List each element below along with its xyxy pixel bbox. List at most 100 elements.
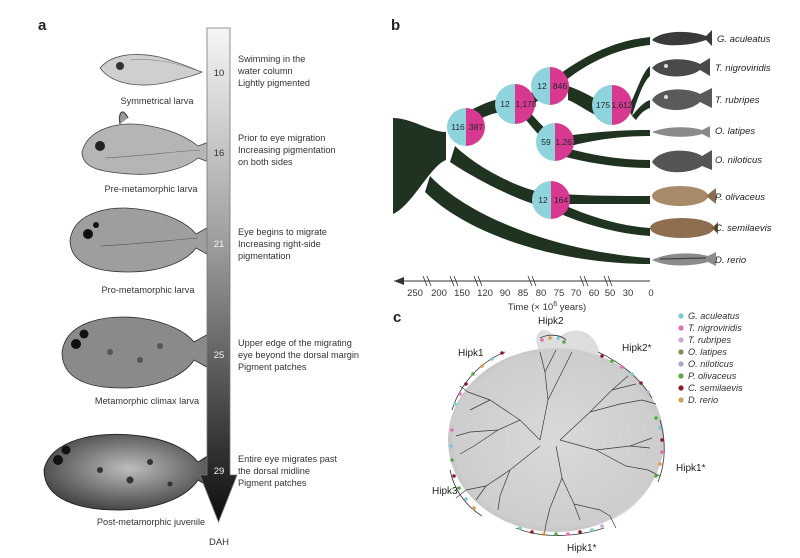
clade-arc [657, 419, 665, 483]
species-label: D. rerio [715, 255, 746, 266]
node-count-right: 387 [469, 122, 483, 132]
day-label: 16 [214, 148, 225, 159]
dah-gradient-arrow [199, 27, 238, 524]
leaf-dots [449, 336, 664, 536]
d-rerio-fish [652, 252, 716, 266]
dah-axis-label: DAH [209, 537, 229, 548]
circular-gene-tree [448, 330, 665, 537]
day-label: 25 [214, 350, 225, 361]
axis-tick-label: 250 [407, 288, 423, 299]
day-label: 29 [214, 466, 225, 477]
axis-title-suffix: years) [557, 302, 586, 313]
node-count-left: 12 [500, 99, 510, 109]
legend-swatch [678, 385, 684, 391]
legend-swatch [678, 373, 684, 379]
t-rubripes-fish [652, 88, 712, 110]
tree-branch-to-p-olivaceus [564, 194, 650, 204]
clade-arc [539, 334, 567, 341]
legend-label: O. latipes [688, 347, 727, 357]
t-nigroviridis-fish [652, 58, 710, 77]
description-line: water column [237, 66, 293, 76]
axis-tick-label: 70 [571, 288, 582, 299]
description-line: Increasing right-side [238, 239, 321, 249]
stage-name: Pro-metamorphic larva [102, 285, 196, 295]
axis-tick-label: 30 [623, 288, 634, 299]
axis-title-superscript: 6 [553, 301, 557, 308]
node-pie: 116 387 [447, 108, 485, 146]
time-axis-title: Time (× 106 years) [508, 301, 586, 313]
stage-description: Entire eye migrates past the dorsal midl… [238, 454, 338, 488]
metamorphic-climax-larva-drawing [61, 316, 213, 389]
stage-description: Swimming in the water column Lightly pig… [237, 54, 310, 88]
axis-title-prefix: Time (× 10 [508, 302, 553, 313]
node-count-left: 175 [596, 100, 610, 110]
o-niloticus-fish [652, 150, 712, 173]
legend-swatch [678, 397, 684, 403]
description-line: Swimming in the [238, 54, 305, 64]
axis-tick-label: 85 [518, 288, 529, 299]
tree-branch-to-o-latipes [566, 130, 650, 146]
description-line: Pigment patches [238, 362, 307, 372]
legend-label: O. niloticus [688, 359, 734, 369]
legend-label: C. semilaevis [688, 383, 743, 393]
stage-name: Symmetrical larva [120, 96, 194, 106]
node-pie: 12 846 [531, 67, 569, 105]
description-line: Pigment patches [238, 478, 307, 488]
node-count-right: 1,263 [555, 137, 577, 147]
tree-branch-to-t-nigroviridis [628, 66, 650, 116]
axis-tick-label: 150 [454, 288, 470, 299]
legend-label: D. rerio [688, 395, 718, 405]
description-line: Increasing pigmentation [238, 145, 336, 155]
tree-branch-to-node6 [450, 146, 540, 206]
axis-tick-label: 80 [536, 288, 547, 299]
axis-tick-label: 200 [431, 288, 447, 299]
stage-description: Prior to eye migration Increasing pigmen… [238, 133, 336, 167]
g-aculeatus-fish [652, 30, 712, 46]
symmetrical-larva-drawing [99, 54, 204, 86]
axis-tick-label: 60 [589, 288, 600, 299]
tree-branch-to-d-rerio [425, 176, 650, 264]
tree-branch-to-t-rubripes [632, 100, 650, 120]
node-pie: 175 1,612 [592, 85, 633, 125]
node-count-left: 116 [451, 122, 465, 132]
legend-swatch [678, 361, 684, 367]
legend-swatch [678, 325, 684, 331]
description-line: Entire eye migrates past [238, 454, 338, 464]
legend-swatch [678, 349, 684, 355]
legend-swatch [678, 337, 684, 343]
node-count-right: 1,178 [515, 99, 537, 109]
axis-tick-label: 75 [554, 288, 565, 299]
axis-tick-label: 90 [500, 288, 511, 299]
legend-label: G. aculeatus [688, 311, 740, 321]
node-count-left: 59 [541, 137, 551, 147]
clade-label: Hipk2 [538, 316, 564, 327]
node-pie: 59 1,263 [536, 123, 577, 161]
post-metamorphic-juvenile-drawing [43, 433, 215, 511]
clade-label: Hipk1* [567, 543, 597, 554]
time-axis: 250 200 150 120 90 85 80 75 70 60 50 30 … [394, 275, 654, 313]
tree-branch-to-g-aculeatus [560, 37, 650, 80]
tree-root-branch [393, 118, 446, 214]
description-line: the dorsal midline [238, 466, 310, 476]
species-label: P. olivaceus [715, 192, 765, 203]
axis-tick-label: 50 [605, 288, 616, 299]
species-label: T. nigroviridis [715, 63, 771, 74]
clade-arc [515, 527, 605, 536]
description-line: eye beyond the dorsal margin [238, 350, 359, 360]
legend-label: T. nigroviridis [688, 323, 742, 333]
o-latipes-fish [652, 126, 710, 138]
legend-swatch [678, 313, 684, 319]
clade-label: Hipk2* [622, 343, 652, 354]
node-count-right: 846 [553, 81, 567, 91]
p-olivaceus-fish [652, 186, 716, 206]
phylogenetic-tree [393, 37, 650, 264]
clade-label: Hipk3 [432, 486, 458, 497]
description-line: Prior to eye migration [238, 133, 325, 143]
species-fish-icons [650, 30, 718, 266]
description-line: Eye begins to migrate [238, 227, 327, 237]
node-count-left: 12 [537, 81, 547, 91]
species-label: O. latipes [715, 126, 755, 137]
panel-a-label: a [38, 17, 47, 34]
clade-arc [449, 469, 483, 517]
pre-metamorphic-larva-drawing [81, 111, 215, 175]
